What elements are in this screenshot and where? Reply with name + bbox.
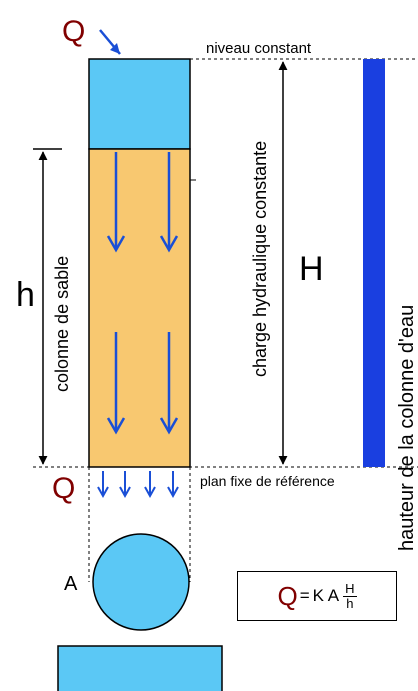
arrow-down-head (159, 417, 179, 435)
flow-out-label: Q (52, 472, 75, 505)
flow-in-label: Q (62, 15, 85, 48)
arrow-down-head (159, 235, 179, 253)
water-column (88, 58, 191, 150)
water-height-bar (363, 59, 385, 467)
H-label: H (299, 250, 324, 288)
outflow-arrows (97, 471, 179, 499)
hauteur-label: hauteur de la colonne d'eau (396, 305, 418, 551)
plan-fixe-label: plan fixe de référence (200, 473, 335, 489)
formula-eq: = (299, 586, 310, 605)
arrow-down-head (106, 235, 126, 253)
darcy-formula: Q = K A H h (238, 572, 396, 620)
outflow-reservoir (57, 645, 223, 691)
darcy-formula-box: Q = K A H h (237, 571, 397, 621)
colonne-label: colonne de sable (52, 256, 72, 392)
arrow-in-head (110, 43, 120, 54)
formula-denominator: h (346, 595, 354, 611)
formula-coefficients: K A (312, 586, 340, 605)
h-label: h (16, 276, 35, 314)
sand-column (88, 148, 191, 468)
niveau-constant-label: niveau constant (206, 40, 312, 57)
flow-arrows (106, 152, 179, 435)
arrow-down-head (106, 417, 126, 435)
charge-label: charge hydraulique constante (250, 141, 270, 377)
formula-fraction: H h (343, 580, 357, 611)
formula-q: Q (277, 580, 298, 611)
A-label: A (64, 573, 78, 595)
cross-section-circle (92, 533, 190, 631)
formula-numerator: H (343, 580, 357, 597)
